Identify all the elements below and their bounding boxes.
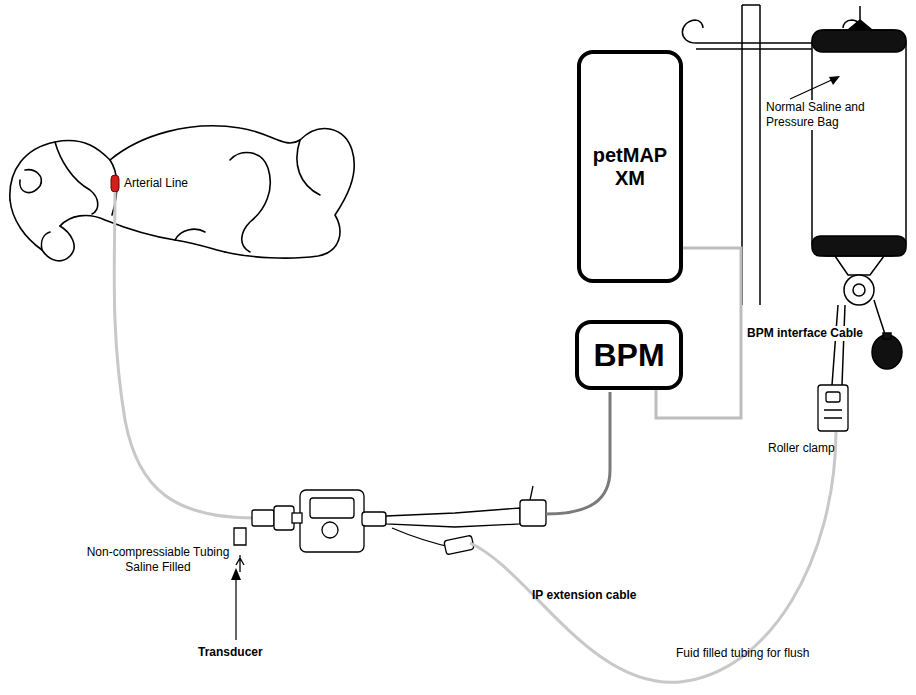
part-label: Normal Saline and Pressure Bag — [764, 100, 878, 130]
device-box: petMAP XM — [577, 50, 683, 283]
part-label: IP extension cable — [532, 588, 662, 603]
leader-arrowhead — [829, 76, 840, 85]
part-label: Roller clamp — [768, 441, 858, 456]
leader-arrowhead — [231, 568, 241, 580]
flush-tubing — [470, 432, 836, 682]
part-label: Fuid filled tubing for flush — [676, 646, 856, 661]
leader-line — [790, 78, 836, 99]
transducer — [234, 486, 546, 572]
saline-tubing — [114, 192, 255, 518]
part-label: Arterial Line — [124, 176, 214, 191]
roller-clamp — [818, 385, 848, 431]
part-label: Non-compressiable Tubing Saline Filled — [78, 545, 238, 575]
leader-line — [235, 572, 236, 640]
ip-extension-cable — [546, 392, 610, 514]
device-box: BPM — [575, 320, 683, 390]
arterial-catheter — [111, 175, 119, 192]
dog-outline — [10, 126, 354, 261]
device-name: BPM — [593, 337, 664, 374]
device-name: petMAP XM — [590, 144, 670, 190]
part-label: Transducer — [198, 645, 288, 660]
cable-label: BPM interface Cable — [745, 326, 865, 341]
